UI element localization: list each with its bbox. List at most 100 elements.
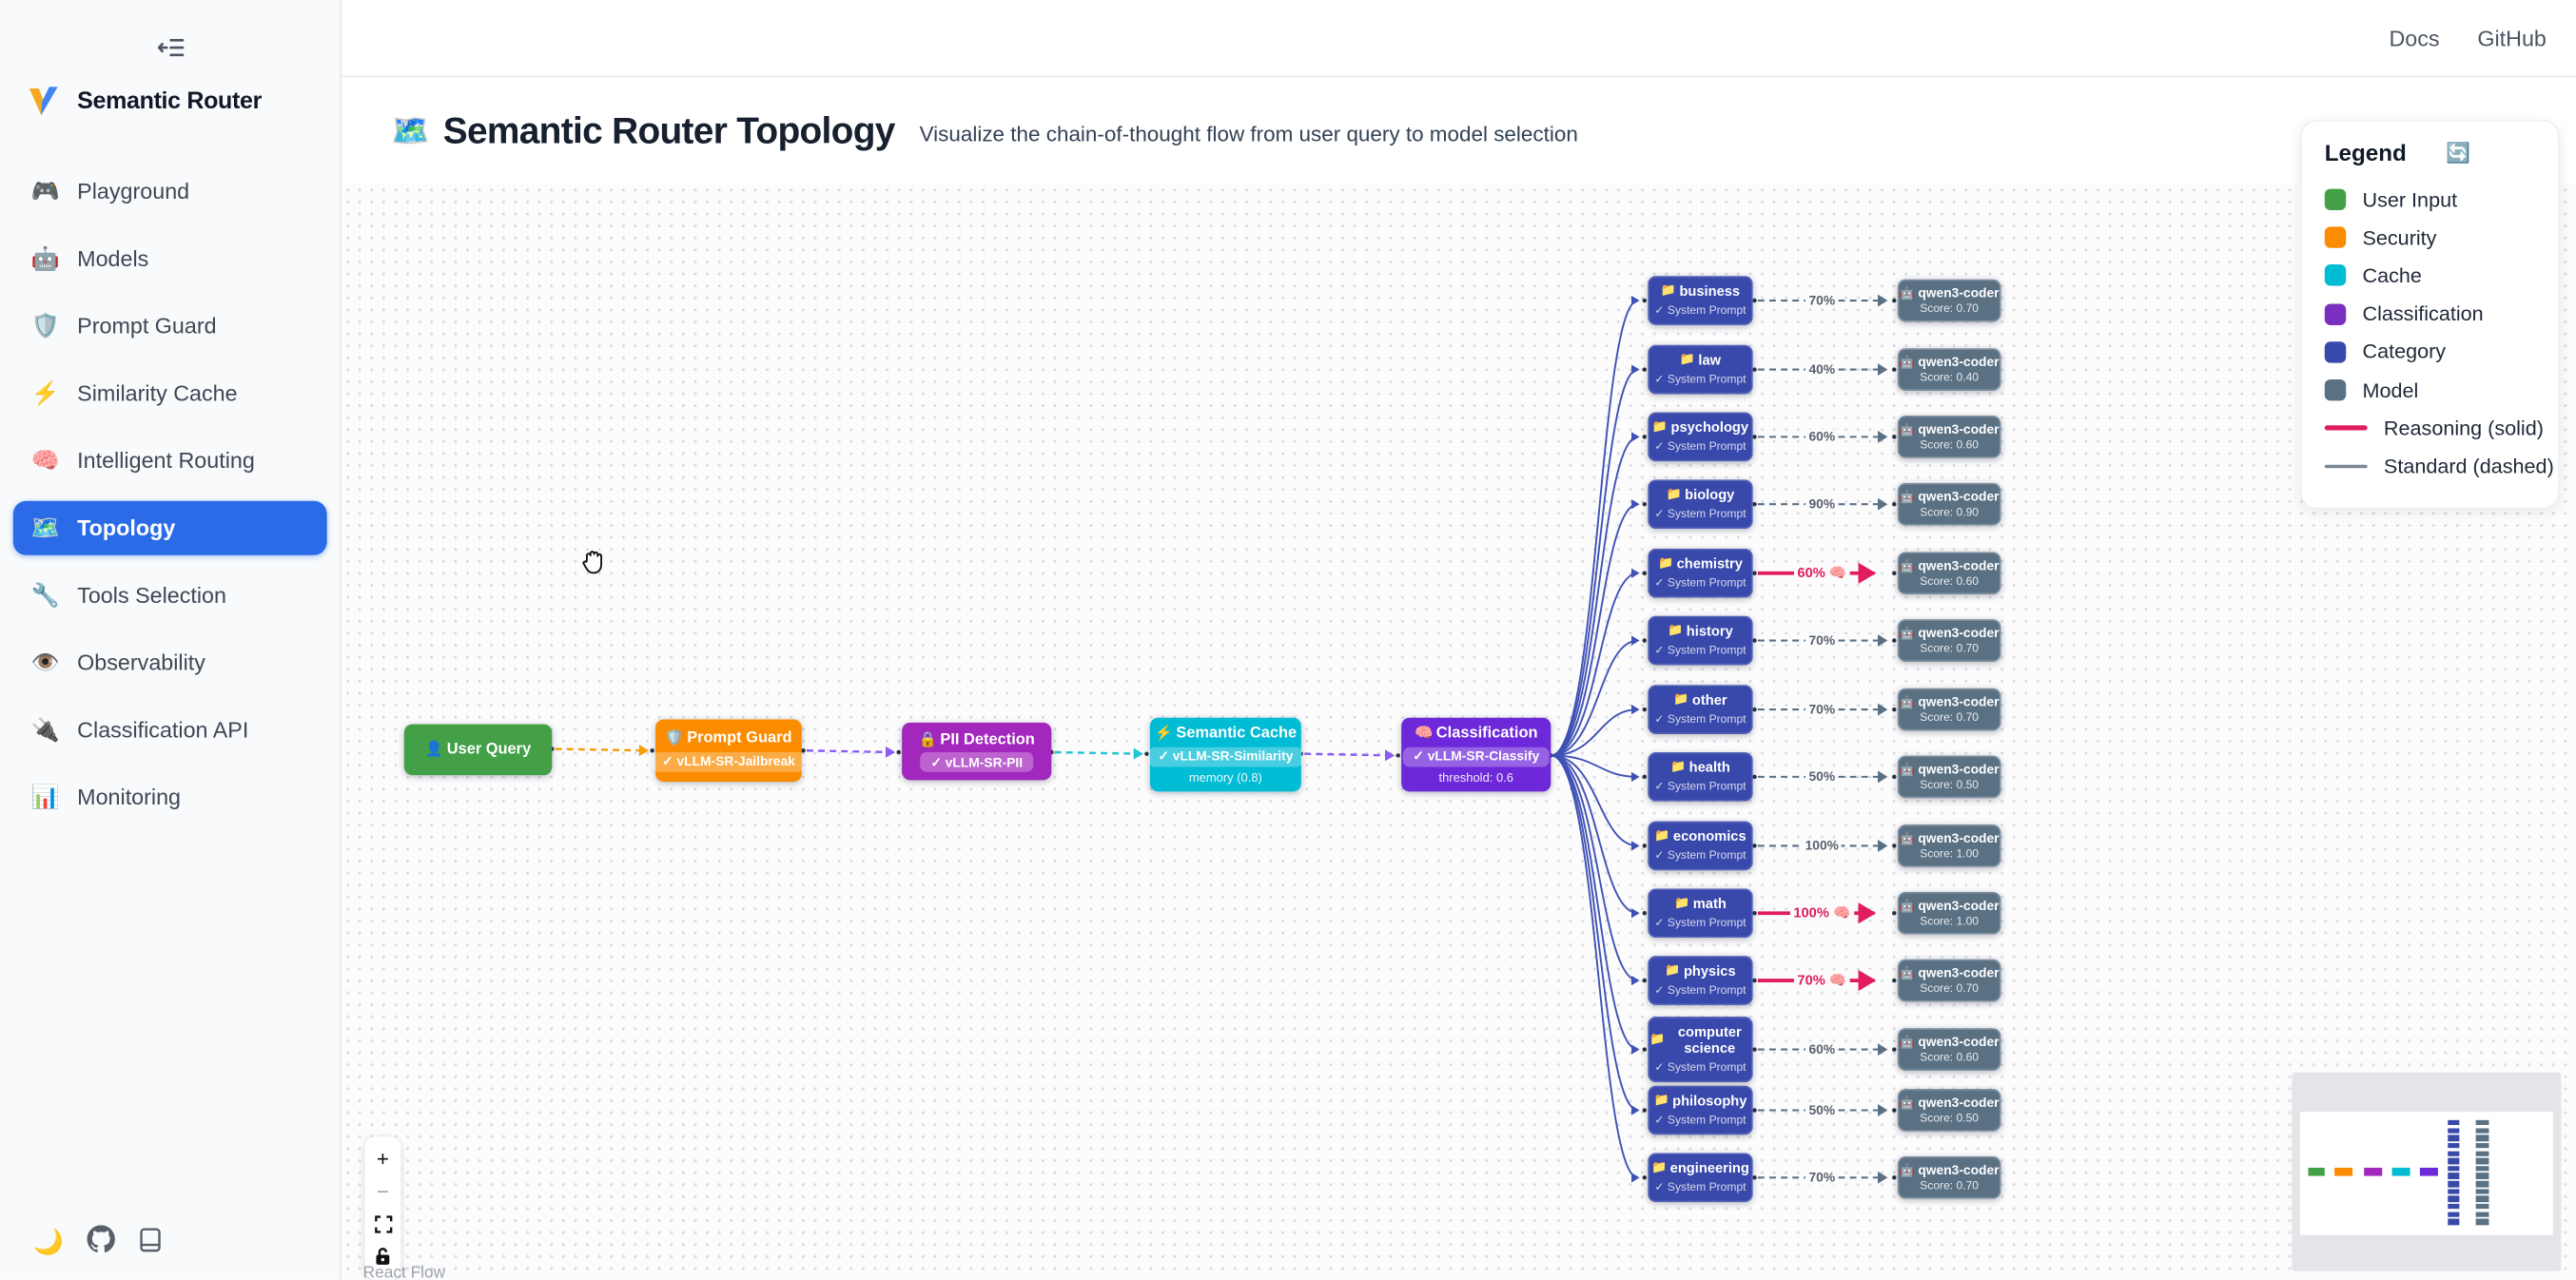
node-title-text: Classification bbox=[1435, 724, 1538, 743]
sidebar-item-playground[interactable]: 🎮Playground bbox=[13, 165, 327, 219]
sidebar-item-observability[interactable]: 👁️Observability bbox=[13, 635, 327, 689]
category-name: philosophy bbox=[1672, 1092, 1747, 1109]
sidebar-item-similarity-cache[interactable]: ⚡Similarity Cache bbox=[13, 366, 327, 420]
sidebar-item-tools-selection[interactable]: 🔧Tools Selection bbox=[13, 569, 327, 623]
category-node-other[interactable]: 📁other✓ System Prompt bbox=[1648, 685, 1753, 734]
user-query-node[interactable]: 👤User Query bbox=[403, 724, 553, 776]
cache-color-chip bbox=[2324, 264, 2347, 287]
system-prompt-label: ✓ System Prompt bbox=[1654, 1062, 1747, 1075]
prompt-guard-node[interactable]: 🛡️Prompt Guard✓ vLLM-SR-Jailbreak bbox=[652, 719, 806, 783]
model-score: Score: 0.70 bbox=[1920, 644, 1980, 656]
minimap-category-node bbox=[2448, 1142, 2460, 1149]
lock-button[interactable] bbox=[364, 1244, 400, 1270]
observability-icon: 👁️ bbox=[30, 649, 60, 675]
pii-detection-node[interactable]: 🔒PII Detection✓ vLLM-SR-PII bbox=[902, 722, 1052, 781]
category-color-chip bbox=[2324, 340, 2347, 363]
minimap-category-node bbox=[2448, 1165, 2460, 1172]
minimap-node bbox=[2334, 1167, 2353, 1176]
folder-icon: 📁 bbox=[1674, 895, 1690, 911]
edge-label-economics: 100% bbox=[1802, 838, 1843, 854]
sidebar-item-classification-api[interactable]: 🔌Classification API bbox=[13, 703, 327, 757]
category-node-economics[interactable]: 📁economics✓ System Prompt bbox=[1648, 821, 1753, 871]
github-link[interactable]: GitHub bbox=[2477, 25, 2547, 50]
category-name: history bbox=[1686, 622, 1733, 639]
system-prompt-label: ✓ System Prompt bbox=[1654, 782, 1747, 794]
model-title: 🤖qwen3-coder bbox=[1900, 558, 2000, 573]
models-icon: 🤖 bbox=[30, 244, 60, 271]
pii-detection-icon: 🔒 bbox=[918, 730, 937, 747]
category-node-health[interactable]: 📁health✓ System Prompt bbox=[1648, 751, 1753, 802]
model-title: 🤖qwen3-coder bbox=[1900, 965, 2000, 980]
app-logo: Semantic Router bbox=[0, 0, 340, 120]
category-title: 📁physics bbox=[1665, 962, 1735, 980]
category-node-physics[interactable]: 📁physics✓ System Prompt bbox=[1648, 956, 1753, 1005]
system-prompt-label: ✓ System Prompt bbox=[1654, 918, 1747, 930]
minimap-node bbox=[2391, 1167, 2410, 1176]
legend-item-label: User Input bbox=[2362, 187, 2458, 212]
minimap[interactable] bbox=[2292, 1072, 2562, 1271]
edge-label-physics: 70% 🧠 bbox=[1793, 971, 1850, 990]
edge-label-math: 100% 🧠 bbox=[1789, 903, 1854, 922]
github-icon[interactable] bbox=[86, 1226, 115, 1259]
system-prompt-label: ✓ System Prompt bbox=[1654, 578, 1747, 591]
sidebar-item-monitoring[interactable]: 📊Monitoring bbox=[13, 770, 327, 824]
model-color-chip bbox=[2324, 379, 2347, 401]
legend-refresh-icon[interactable]: 🔄 bbox=[2446, 141, 2471, 165]
sidebar-item-prompt-guard[interactable]: 🛡️Prompt Guard bbox=[13, 299, 327, 353]
edge-label-chemistry: 60% 🧠 bbox=[1793, 564, 1850, 583]
category-name: computer science bbox=[1677, 1022, 1742, 1057]
edge-label-business: 70% bbox=[1805, 293, 1839, 308]
category-node-history[interactable]: 📁history✓ System Prompt bbox=[1648, 615, 1753, 666]
category-node-computer-science[interactable]: 📁computer science✓ System Prompt bbox=[1648, 1017, 1753, 1083]
zoom-out-button[interactable]: − bbox=[364, 1178, 400, 1205]
category-node-engineering[interactable]: 📁engineering✓ System Prompt bbox=[1648, 1153, 1753, 1203]
model-score: Score: 0.70 bbox=[1920, 712, 1980, 726]
model-title: 🤖qwen3-coder bbox=[1900, 1096, 2000, 1111]
node-title: 🔒PII Detection bbox=[919, 730, 1035, 748]
sidebar-item-intelligent-routing[interactable]: 🧠Intelligent Routing bbox=[13, 434, 327, 488]
legend-item-user-input: User Input bbox=[2324, 181, 2535, 219]
category-node-biology[interactable]: 📁biology✓ System Prompt bbox=[1648, 479, 1753, 530]
system-prompt-label: ✓ System Prompt bbox=[1654, 1182, 1747, 1194]
category-node-law[interactable]: 📁law✓ System Prompt bbox=[1648, 344, 1753, 395]
sidebar-item-topology[interactable]: 🗺️Topology bbox=[12, 500, 327, 555]
folder-icon: 📁 bbox=[1679, 352, 1695, 367]
model-title: 🤖qwen3-coder bbox=[1900, 830, 2000, 845]
fit-view-button[interactable] bbox=[364, 1211, 400, 1237]
model-name: qwen3-coder bbox=[1918, 1034, 2000, 1050]
sidebar-collapse-button[interactable] bbox=[153, 33, 186, 68]
docs-book-icon[interactable] bbox=[138, 1227, 163, 1258]
category-name: math bbox=[1692, 894, 1727, 912]
monitoring-icon: 📊 bbox=[30, 783, 60, 810]
zoom-in-button[interactable]: + bbox=[364, 1146, 400, 1173]
category-node-math[interactable]: 📁math ✓ System Prompt bbox=[1648, 888, 1753, 939]
legend-item-label: Cache bbox=[2362, 263, 2422, 288]
docs-link[interactable]: Docs bbox=[2389, 25, 2440, 50]
category-node-philosophy[interactable]: 📁philosophy✓ System Prompt bbox=[1648, 1085, 1753, 1135]
theme-toggle-moon-icon[interactable]: 🌙 bbox=[32, 1228, 64, 1256]
robot-icon: 🤖 bbox=[1899, 694, 1915, 709]
category-node-chemistry[interactable]: 📁chemistry✓ System Prompt bbox=[1648, 548, 1753, 598]
sidebar-item-models[interactable]: 🤖Models bbox=[13, 232, 327, 286]
category-node-business[interactable]: 📁business✓ System Prompt bbox=[1648, 276, 1753, 325]
category-node-psychology[interactable]: 📁psychology✓ System Prompt bbox=[1648, 412, 1753, 462]
legend-item-model: Model bbox=[2324, 371, 2535, 409]
